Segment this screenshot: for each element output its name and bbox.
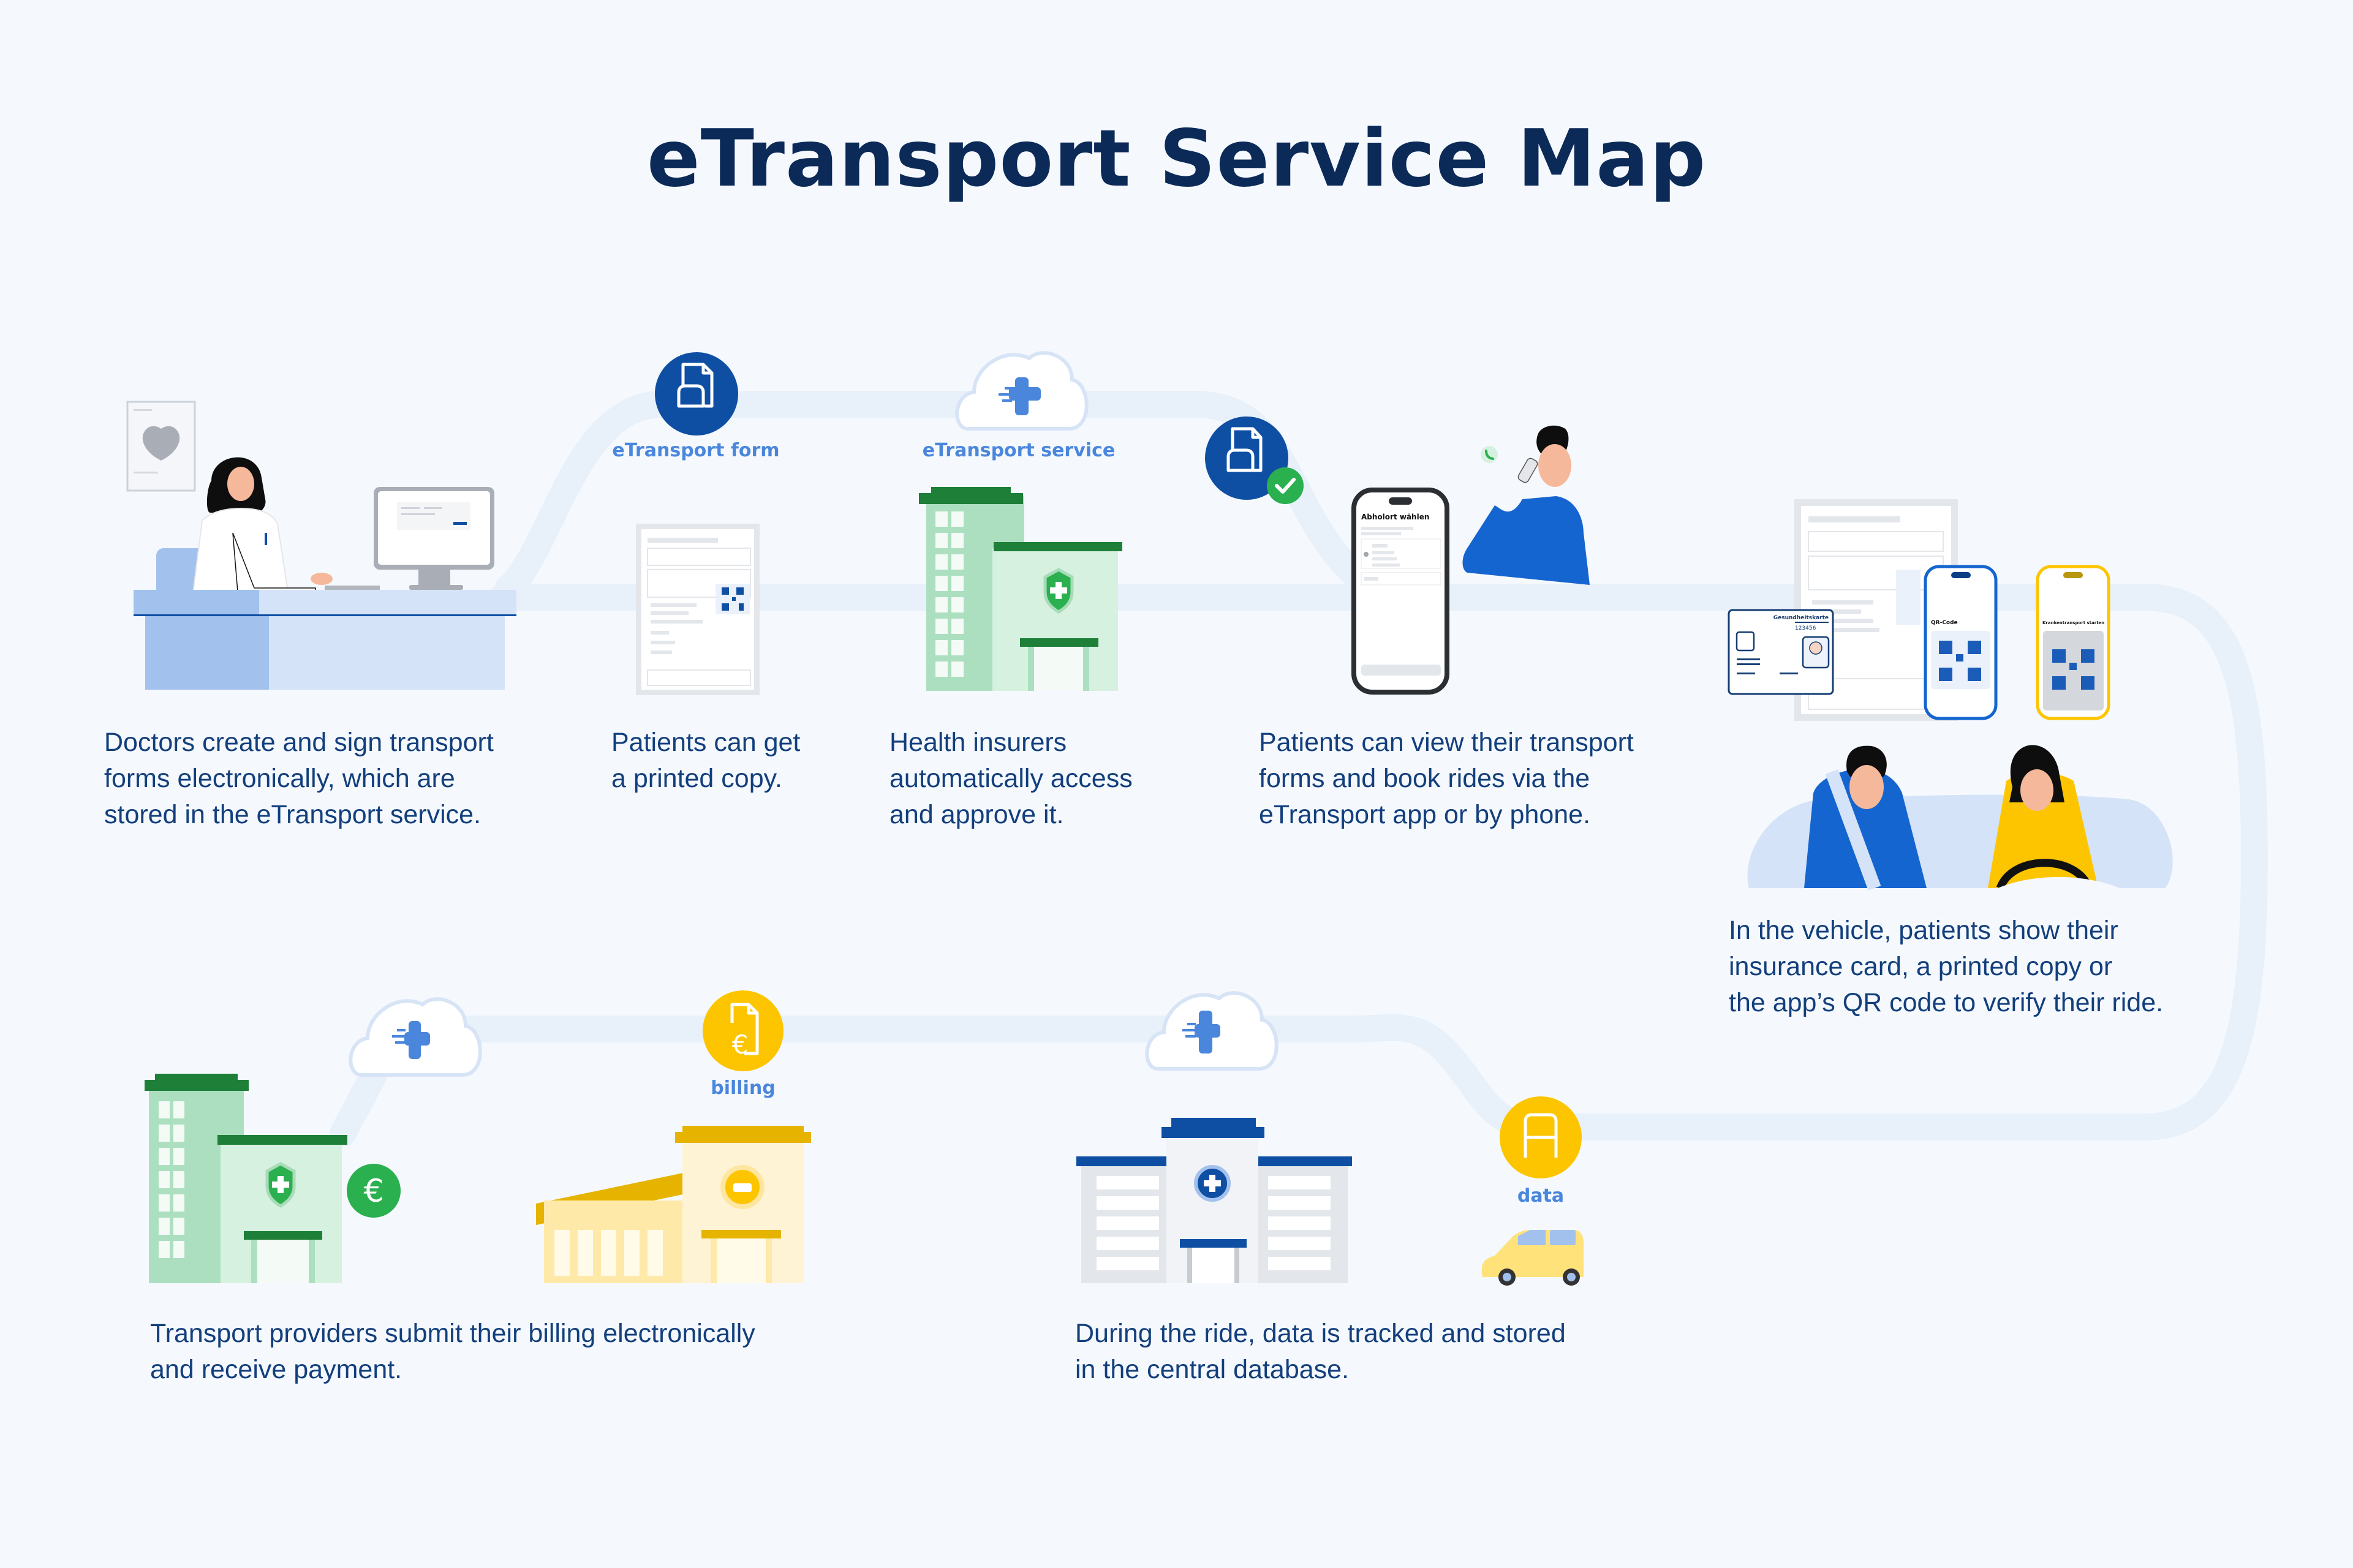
qr-phone-title: QR-Code — [1931, 620, 1958, 626]
caller-face — [1538, 444, 1571, 487]
path-right-loop — [1555, 584, 2268, 1140]
checkmark-icon — [1267, 467, 1304, 504]
svg-text:€: € — [363, 1173, 383, 1210]
approved-form-icon — [1205, 417, 1288, 500]
step-printed-copy-description: Patients can get a printed copy. — [611, 728, 801, 793]
path-bottom — [385, 1014, 1582, 1140]
data-label: data — [1517, 1185, 1564, 1207]
qr-code-icon — [1939, 641, 1981, 681]
etransport-form-node: eTransport form — [612, 352, 780, 695]
step-tracking-description: During the ride, data is tracked and sto… — [1075, 1319, 1566, 1384]
document-car-icon — [655, 352, 738, 435]
step-billing-description: Transport providers submit their billing… — [150, 1319, 755, 1384]
caller-body — [1462, 496, 1590, 585]
booking-phone-title: Abholort wählen — [1361, 513, 1429, 521]
card-number: 123456 — [1795, 625, 1816, 631]
card-title: Gesundheitskarte — [1773, 615, 1829, 621]
etransport-service-node: eTransport service — [919, 351, 1122, 691]
scan-phone-title: Krankentransport starten — [2042, 620, 2104, 625]
heart-icon — [142, 426, 180, 461]
page-title: eTransport Service Map — [646, 113, 1707, 205]
doctor-face — [227, 467, 254, 501]
keyboard — [325, 586, 380, 590]
booking-scene: Abholort wählen — [1205, 417, 1590, 695]
qr-code-icon — [2052, 649, 2094, 690]
etransport-form-label: eTransport form — [612, 440, 779, 461]
phone-icon — [1481, 446, 1498, 463]
steering-wheel — [1996, 859, 2093, 890]
card-chip — [1735, 631, 1755, 652]
etransport-service-label: eTransport service — [923, 440, 1115, 461]
verification-scene: Gesundheitskarte 123456 QR-Code Krankent… — [1728, 499, 2110, 721]
step-booking-description: Patients can view their transport forms … — [1259, 728, 1634, 829]
tracking-scene: data — [1076, 991, 1584, 1286]
document-euro-icon — [703, 990, 784, 1071]
booking-phone — [1351, 488, 1449, 695]
doctor-scene — [126, 401, 516, 690]
euro-icon — [347, 1164, 401, 1218]
step-vehicle-description: In the vehicle, patients show their insu… — [1729, 916, 2164, 1017]
step-insurer-description: Health insurers automatically access and… — [889, 728, 1133, 829]
step-doctor-description: Doctors create and sign transport forms … — [104, 728, 494, 829]
billing-label: billing — [711, 1077, 775, 1099]
vehicle-scene — [1747, 745, 2173, 894]
billing-scene: € € billing — [145, 990, 811, 1283]
passenger-hair — [1846, 745, 1887, 777]
svg-text:€: € — [732, 1030, 749, 1060]
